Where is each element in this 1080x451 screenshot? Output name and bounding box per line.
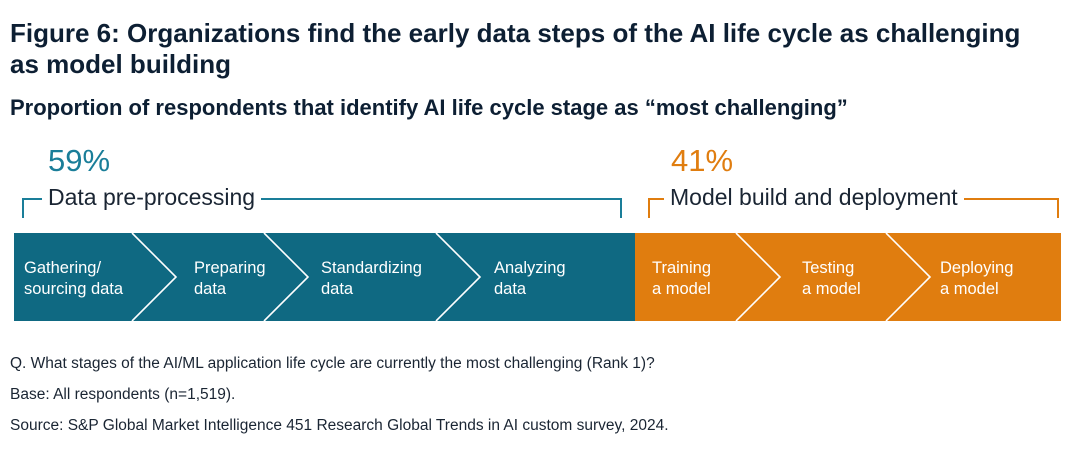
chevron-icon: [435, 233, 482, 321]
stage-chevrons: [131, 233, 932, 321]
data-preprocessing-bar: [14, 233, 635, 321]
model-build-percent: 41%: [671, 143, 734, 178]
data-preprocessing-label: Data pre-processing: [42, 183, 262, 211]
figure-title: Figure 6: Organizations find the early d…: [10, 18, 1021, 79]
model-build-bar: [635, 233, 1061, 321]
data-group-bracket-right: [600, 198, 622, 218]
model-group-bracket-left: [648, 198, 650, 218]
survey-source: Source: S&P Global Market Intelligence 4…: [10, 417, 669, 434]
chevron-icon: [263, 233, 310, 321]
survey-base: Base: All respondents (n=1,519).: [10, 386, 236, 403]
stage-gathering: Gathering/ sourcing data: [24, 259, 124, 298]
chevron-icon: [885, 233, 932, 321]
stage-training: Training a model: [652, 259, 711, 298]
chevron-icon: [735, 233, 782, 321]
model-build-label: Model build and deployment: [664, 183, 964, 211]
stage-preparing: Preparing data: [194, 259, 266, 298]
stage-analyzing: Analyzing data: [494, 259, 566, 298]
chevron-icon: [131, 233, 178, 321]
survey-question: Q. What stages of the AI/ML application …: [10, 355, 655, 372]
data-group-bracket-line: [22, 198, 620, 200]
data-group-bracket-left: [22, 198, 24, 218]
stage-testing: Testing a model: [802, 259, 861, 298]
figure-subtitle: Proportion of respondents that identify …: [10, 95, 848, 120]
stage-deploying: Deploying a model: [940, 259, 1014, 298]
stage-standardizing: Standardizing data: [321, 259, 422, 298]
model-group-bracket-right: [1037, 198, 1059, 218]
data-preprocessing-percent: 59%: [48, 143, 111, 178]
